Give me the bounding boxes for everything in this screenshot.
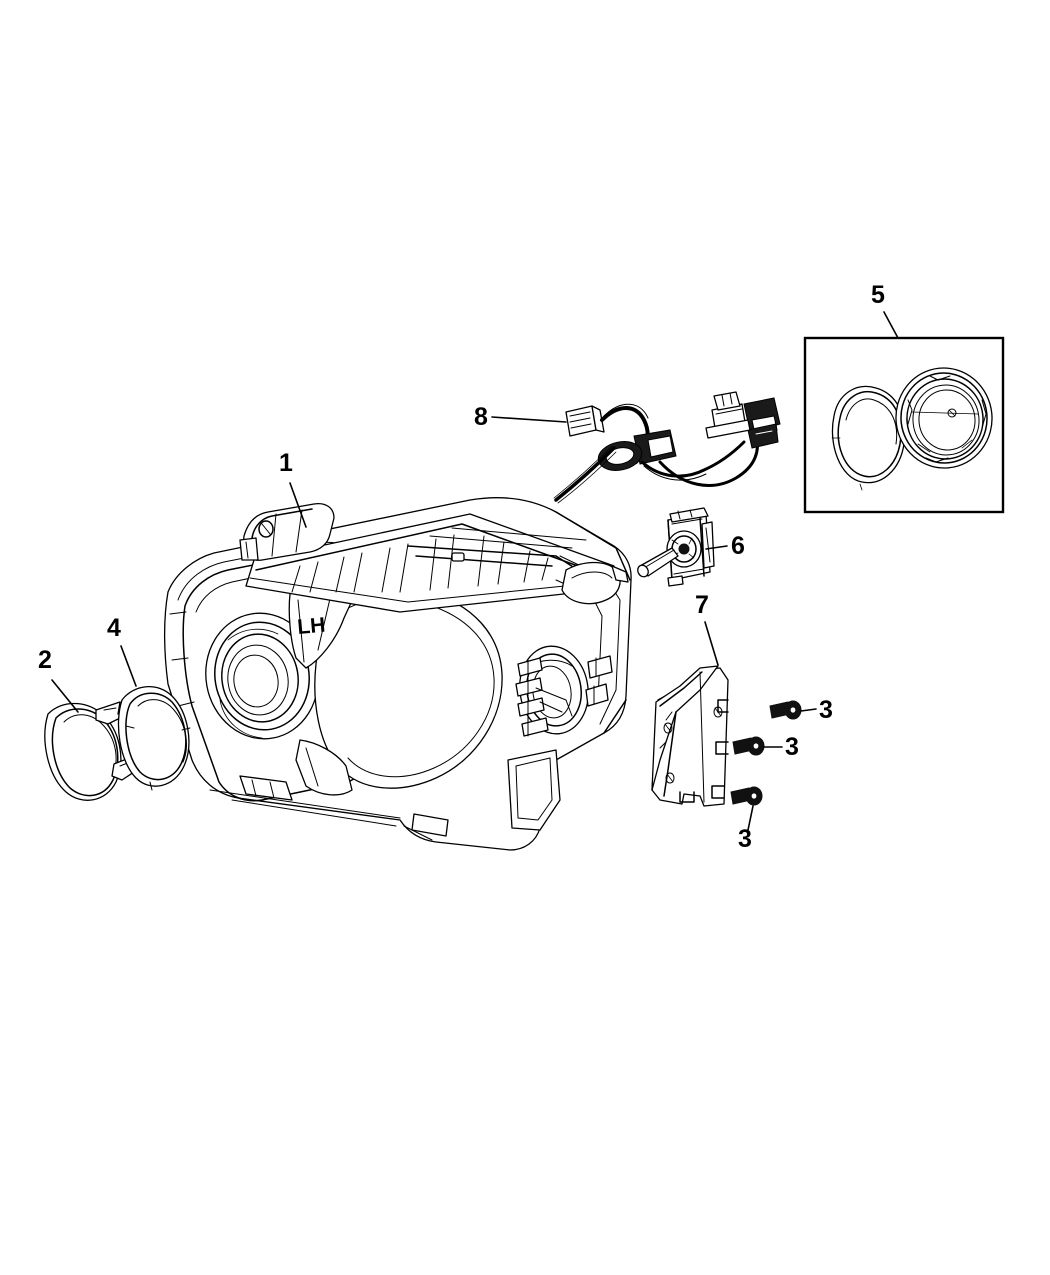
callout-3b[interactable]: 3 bbox=[763, 733, 799, 761]
part-wiring-harness[interactable] bbox=[553, 391, 781, 504]
part-access-cover-cap[interactable] bbox=[44, 701, 141, 801]
callout-1[interactable]: 1 bbox=[279, 449, 307, 528]
callout-label-5: 5 bbox=[871, 281, 885, 309]
part-headlamp-assembly[interactable]: LH bbox=[163, 497, 632, 851]
callout-label-3c: 3 bbox=[738, 825, 752, 853]
retainer-bezel bbox=[895, 367, 993, 469]
callout-label-3b: 3 bbox=[785, 733, 799, 761]
callout-3a[interactable]: 3 bbox=[800, 696, 833, 724]
callout-7[interactable]: 7 bbox=[695, 591, 719, 666]
callout-label-4: 4 bbox=[107, 614, 121, 642]
mounting-tab-upper[interactable] bbox=[239, 502, 335, 561]
screw-2[interactable] bbox=[732, 736, 765, 756]
bulb-socket-cavity bbox=[515, 645, 613, 737]
part-screws[interactable] bbox=[730, 700, 802, 806]
screw-3[interactable] bbox=[730, 786, 763, 806]
callout-5[interactable]: 5 bbox=[871, 281, 899, 339]
callout-4[interactable]: 4 bbox=[107, 614, 137, 687]
callout-8[interactable]: 8 bbox=[474, 403, 567, 431]
callout-label-1: 1 bbox=[279, 449, 293, 477]
callout-3c[interactable]: 3 bbox=[738, 805, 754, 853]
callout-label-6: 6 bbox=[731, 532, 745, 560]
callout-label-8: 8 bbox=[474, 403, 488, 431]
callout-2[interactable]: 2 bbox=[38, 646, 79, 713]
part-ballast-bracket[interactable] bbox=[651, 665, 729, 807]
part-leveling-motor[interactable] bbox=[636, 507, 715, 587]
inset-box-part-5[interactable] bbox=[803, 336, 1005, 514]
callout-label-7: 7 bbox=[695, 591, 709, 619]
part-sealing-gasket-ring[interactable] bbox=[117, 686, 191, 791]
screw-1[interactable] bbox=[769, 700, 802, 720]
housing-top-ribs bbox=[245, 513, 615, 613]
callout-6[interactable]: 6 bbox=[705, 532, 745, 560]
callout-label-3a: 3 bbox=[819, 696, 833, 724]
lh-side-marking: LH bbox=[296, 614, 326, 639]
callout-label-2: 2 bbox=[38, 646, 52, 674]
